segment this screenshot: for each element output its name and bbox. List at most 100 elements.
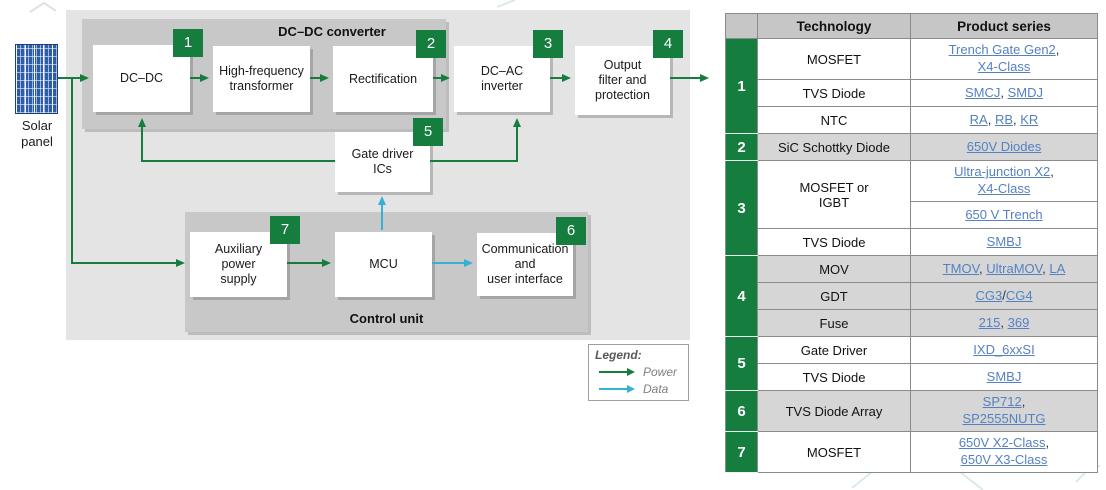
block-rectification-label: Rectification <box>348 71 418 86</box>
technology-cell: TVS Diode <box>757 228 911 256</box>
technology-cell: MOSFET <box>757 431 911 473</box>
separator: , <box>1013 111 1021 127</box>
badge-6: 6 <box>556 217 586 245</box>
table-row: TVS Diode SMBJ <box>726 228 1098 256</box>
separator: , <box>1045 435 1050 451</box>
product-link[interactable]: SMBJ <box>986 233 1022 249</box>
separator: / <box>1002 287 1006 303</box>
product-link[interactable]: 215 <box>978 314 1001 330</box>
technology-cell: TVS Diode <box>757 79 911 107</box>
product-series-cell: TMOV, UltraMOV, LA <box>910 255 1098 283</box>
power-arrowhead-icon <box>627 368 635 376</box>
technology-header: Technology <box>757 13 911 39</box>
corner-header-cell <box>725 13 758 39</box>
product-link[interactable]: X4-Class <box>977 181 1031 196</box>
legend-title: Legend: <box>595 348 642 362</box>
block-rectification: Rectification 2 <box>333 30 446 112</box>
block-aux-power: Auxiliary power supply 7 <box>190 216 300 297</box>
product-series-cell: IXD_6xxSI <box>910 336 1098 364</box>
technology-cell: MOSFET or IGBT <box>757 160 911 229</box>
technology-cell: Gate Driver <box>757 336 911 364</box>
table-header-row: Technology Product series <box>725 13 1098 39</box>
product-link[interactable]: SMBJ <box>986 368 1022 384</box>
product-link[interactable]: TMOV <box>942 260 980 276</box>
technology-cell: SiC Schottky Diode <box>757 133 911 161</box>
technology-cell: Fuse <box>757 309 911 337</box>
product-series-cell: 650 V Trench <box>910 201 1098 229</box>
legend-box: Legend: Power Data <box>588 344 689 401</box>
badge-1: 1 <box>173 29 203 57</box>
product-link[interactable]: CG3 <box>975 287 1003 303</box>
product-link[interactable]: UltraMOV <box>986 260 1043 276</box>
block-output-filter: Output filter and protection 4 <box>575 30 683 115</box>
product-series-cell: 215, 369 <box>910 309 1098 337</box>
group-number-cell: 7 <box>725 431 758 473</box>
product-link[interactable]: SP712 <box>982 394 1022 410</box>
product-link[interactable]: 650V X2-Class <box>958 435 1046 451</box>
product-link[interactable]: 650V X3-Class <box>960 452 1048 467</box>
technology-cell: GDT <box>757 282 911 310</box>
product-series-cell: 650V X2-Class,650V X3-Class <box>910 431 1098 473</box>
block-communication-label: Communication and user interface <box>481 242 569 286</box>
legend-power-label: Power <box>643 365 678 379</box>
product-link[interactable]: LA <box>1049 260 1066 276</box>
product-link[interactable]: 650V Diodes <box>966 138 1042 154</box>
technology-cell: TVS Diode <box>757 363 911 391</box>
block-mcu: MCU <box>335 232 432 297</box>
product-link[interactable]: SMDJ <box>1007 84 1043 100</box>
separator: , <box>1042 260 1050 276</box>
data-arrow-icon <box>599 388 627 390</box>
product-link[interactable]: RA <box>969 111 988 127</box>
dcdc-converter-title: DC–DC converter <box>278 24 386 39</box>
group-number-cell: 1 <box>725 38 758 134</box>
product-link[interactable]: 369 <box>1007 314 1030 330</box>
product-series-header: Product series <box>910 13 1098 39</box>
group-number-cell: 5 <box>725 336 758 391</box>
technology-cell: MOSFET <box>757 38 911 80</box>
product-series-cell: RA, RB, KR <box>910 106 1098 134</box>
separator: , <box>1000 314 1008 330</box>
power-arrow-icon <box>599 371 627 373</box>
block-output-filter-label: Output filter and protection <box>595 58 650 102</box>
product-link[interactable]: SMCJ <box>964 84 1001 100</box>
product-link[interactable]: CG4 <box>1005 287 1033 303</box>
group-number-cell: 3 <box>725 160 758 256</box>
product-link[interactable]: Trench Gate Gen2 <box>948 42 1056 58</box>
block-gate-driver-label: Gate driver ICs <box>351 147 414 176</box>
badge-7: 7 <box>270 216 300 244</box>
block-communication: Communication and user interface 6 <box>477 217 586 296</box>
product-link[interactable]: Ultra-junction X2 <box>954 164 1051 180</box>
block-mcu-label: MCU <box>369 257 398 271</box>
separator: , <box>1050 164 1054 180</box>
legend-data-label: Data <box>643 382 669 396</box>
product-series-cell: SMBJ <box>910 363 1098 391</box>
group-number-cell: 6 <box>725 390 758 432</box>
separator: , <box>1021 394 1026 410</box>
block-dc-dc: DC–DC 1 <box>93 29 203 112</box>
block-gate-driver: Gate driver ICs 5 <box>335 118 443 192</box>
block-aux-power-label: Auxiliary power supply <box>214 242 263 286</box>
block-hf-transformer: High-frequency transformer <box>213 46 310 112</box>
product-link[interactable]: SP2555NUTG <box>962 411 1046 426</box>
product-link[interactable]: RB <box>994 111 1014 127</box>
data-arrowhead-icon <box>627 385 635 393</box>
product-link[interactable]: X4-Class <box>977 59 1031 74</box>
separator: , <box>1055 42 1060 58</box>
product-series-cell: SP712,SP2555NUTG <box>910 390 1098 432</box>
product-link[interactable]: IXD_6xxSI <box>973 341 1035 357</box>
control-unit-title: Control unit <box>349 311 424 326</box>
product-link[interactable]: KR <box>1020 111 1039 127</box>
block-dc-ac-inverter: DC–AC inverter 3 <box>454 30 563 112</box>
product-link[interactable]: 650 V Trench <box>965 206 1043 222</box>
badge-3: 3 <box>533 30 563 58</box>
